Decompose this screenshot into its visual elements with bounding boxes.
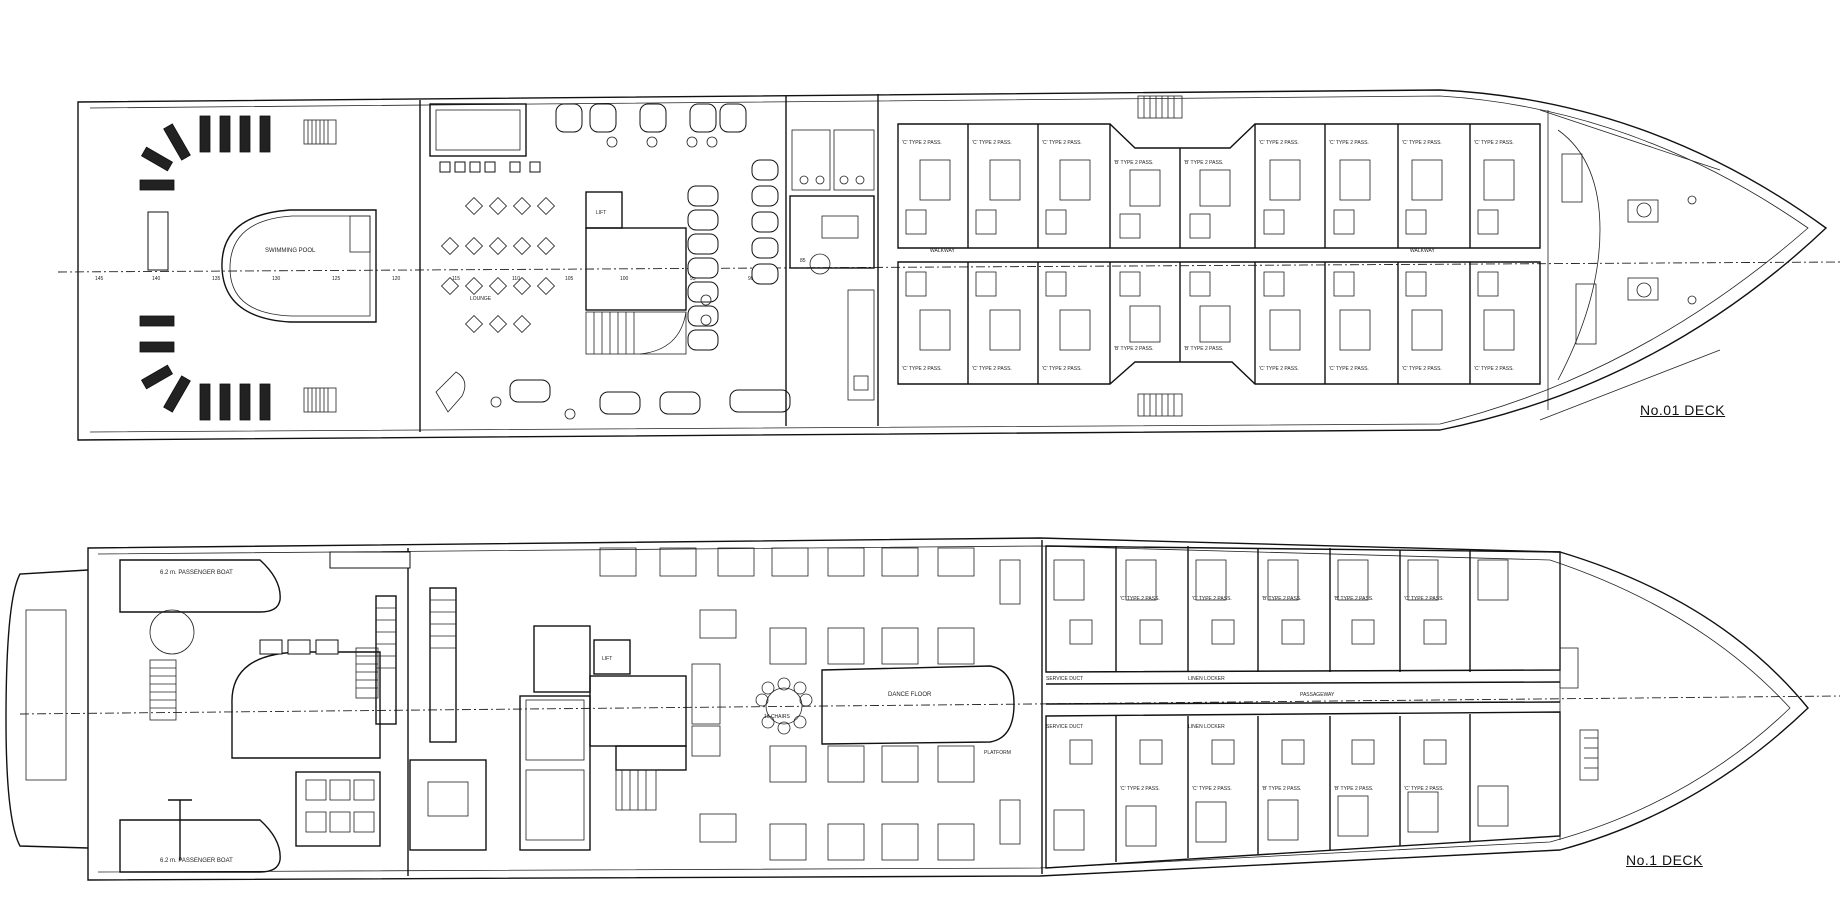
aft-stairs-bottom	[303, 387, 337, 413]
svg-text:125: 125	[332, 276, 341, 282]
lift-label-deck1: LIFT	[602, 656, 612, 662]
svg-text:115: 115	[452, 276, 460, 282]
deck-01-plan: SWIMMING POOL	[57, 89, 1841, 441]
svg-text:85: 85	[800, 258, 806, 264]
svg-text:'C' TYPE 2 PASS.: 'C' TYPE 2 PASS.	[1474, 366, 1514, 372]
svg-text:'C' TYPE 2 PASS.: 'C' TYPE 2 PASS.	[972, 140, 1012, 146]
svg-text:135: 135	[212, 276, 221, 282]
swimming-pool	[221, 209, 377, 323]
svg-text:90: 90	[748, 276, 754, 282]
lifeboats: 6.2 m. PASSENGER BOAT 6.2 m. PASSENGER B…	[119, 559, 281, 873]
lift-core: LIFT	[585, 191, 687, 355]
stern-platform	[5, 569, 89, 849]
lift-label: LIFT	[596, 210, 606, 216]
dance-floor	[821, 665, 1015, 745]
svg-text:'C' TYPE 2 PASS.: 'C' TYPE 2 PASS.	[1259, 366, 1299, 372]
platform-label: PLATFORM	[984, 750, 1011, 756]
svg-text:120: 120	[392, 276, 401, 282]
svg-text:'B' TYPE 2 PASS.: 'B' TYPE 2 PASS.	[1262, 786, 1302, 792]
deck-1-plan: 6.2 m. PASSENGER BOAT 6.2 m. PASSENGER B…	[5, 537, 1841, 881]
svg-text:95: 95	[690, 276, 696, 282]
svg-text:130: 130	[272, 276, 281, 282]
galley-block	[789, 129, 875, 401]
svg-text:'C' TYPE 2 PASS.: 'C' TYPE 2 PASS.	[1402, 366, 1442, 372]
svg-text:'C' TYPE 2 PASS.: 'C' TYPE 2 PASS.	[1120, 786, 1160, 792]
bow-01	[1539, 109, 1721, 421]
chairs-label: 10 CHAIRS	[764, 714, 791, 720]
svg-text:'C' TYPE 2 PASS.: 'C' TYPE 2 PASS.	[902, 140, 942, 146]
svg-text:'B' TYPE 2 PASS.: 'B' TYPE 2 PASS.	[1184, 346, 1224, 352]
svg-text:'B' TYPE 2 PASS.: 'B' TYPE 2 PASS.	[1334, 596, 1374, 602]
svg-text:'C' TYPE 2 PASS.: 'C' TYPE 2 PASS.	[972, 366, 1012, 372]
svg-text:'C' TYPE 2 PASS.: 'C' TYPE 2 PASS.	[1120, 596, 1160, 602]
svg-text:'B' TYPE 2 PASS.: 'B' TYPE 2 PASS.	[1184, 160, 1224, 166]
deck-chairs-bottom	[139, 315, 271, 421]
svg-text:'C' TYPE 2 PASS.: 'C' TYPE 2 PASS.	[1474, 140, 1514, 146]
service-duct-label: SERVICE DUCT	[1046, 724, 1083, 730]
pool-label: SWIMMING POOL	[265, 248, 316, 254]
lounge-label: LOUNGE	[470, 296, 492, 302]
booth-seats	[490, 103, 791, 420]
svg-text:'C' TYPE 2 PASS.: 'C' TYPE 2 PASS.	[1259, 140, 1299, 146]
boat-label-bottom: 6.2 m. PASSENGER BOAT	[160, 858, 233, 864]
svg-text:'B' TYPE 2 PASS.: 'B' TYPE 2 PASS.	[1114, 160, 1154, 166]
svg-text:'C' TYPE 2 PASS.: 'C' TYPE 2 PASS.	[1329, 140, 1369, 146]
dance-floor-label: DANCE FLOOR	[888, 692, 932, 698]
deck-01-title: No.01 DECK	[1640, 402, 1726, 418]
svg-text:100: 100	[620, 276, 629, 282]
deck-01-hull	[77, 89, 1828, 441]
deck-1-centerline	[19, 695, 1841, 715]
svg-text:'C' TYPE 2 PASS.: 'C' TYPE 2 PASS.	[1192, 596, 1232, 602]
svg-text:'B' TYPE 2 PASS.: 'B' TYPE 2 PASS.	[1334, 786, 1374, 792]
svg-text:'C' TYPE 2 PASS.: 'C' TYPE 2 PASS.	[1402, 140, 1442, 146]
svg-text:145: 145	[95, 276, 104, 282]
svg-text:LINEN LOCKER: LINEN LOCKER	[1188, 676, 1225, 682]
svg-text:WALKWAY: WALKWAY	[1410, 248, 1435, 254]
svg-text:105: 105	[565, 276, 574, 282]
deck-01-centerline	[57, 261, 1841, 273]
svg-text:110: 110	[512, 276, 520, 282]
linen-locker-label: LINEN LOCKER	[1188, 724, 1225, 730]
deck-chairs-top	[139, 115, 271, 271]
galley-services	[259, 548, 591, 876]
boat-label-top: 6.2 m. PASSENGER BOAT	[160, 570, 233, 576]
aft-stairs-deck1	[149, 647, 379, 721]
svg-text:'C' TYPE 2 PASS.: 'C' TYPE 2 PASS.	[902, 366, 942, 372]
deck-1-title: No.1 DECK	[1626, 852, 1703, 868]
passageway-label: PASSAGEWAY	[1300, 692, 1335, 698]
svg-text:'C' TYPE 2 PASS.: 'C' TYPE 2 PASS.	[1404, 596, 1444, 602]
dining-tables: 10 CHAIRS	[599, 547, 1021, 861]
walkway-label: WALKWAY	[930, 248, 955, 254]
svg-text:'B' TYPE 2 PASS.: 'B' TYPE 2 PASS.	[1114, 346, 1154, 352]
svg-text:'C' TYPE 2 PASS.: 'C' TYPE 2 PASS.	[1042, 366, 1082, 372]
svg-text:'C' TYPE 2 PASS.: 'C' TYPE 2 PASS.	[1042, 140, 1082, 146]
aft-stairs-top	[303, 119, 337, 145]
bow-1	[1559, 552, 1599, 840]
svg-text:140: 140	[152, 276, 161, 282]
deck-1-cabins: PASSAGEWAY SERVICE DUCT SERVICE DUCT LIN…	[1045, 545, 1561, 869]
lounge-area: LOUNGE	[429, 103, 556, 413]
svg-text:'C' TYPE 2 PASS.: 'C' TYPE 2 PASS.	[1404, 786, 1444, 792]
deck-01-cabins: WALKWAY WALKWAY 'C' TYPE 2 PASS. 'C	[897, 123, 1541, 385]
svg-text:'C' TYPE 2 PASS.: 'C' TYPE 2 PASS.	[1329, 366, 1369, 372]
svg-text:'C' TYPE 2 PASS.: 'C' TYPE 2 PASS.	[1192, 786, 1232, 792]
svg-text:'B' TYPE 2 PASS.: 'B' TYPE 2 PASS.	[1262, 596, 1302, 602]
bar-lift: LIFT	[533, 625, 687, 811]
side-stairs	[1137, 95, 1183, 417]
svg-text:SERVICE DUCT: SERVICE DUCT	[1046, 676, 1083, 682]
deck-1-hull	[87, 537, 1809, 881]
